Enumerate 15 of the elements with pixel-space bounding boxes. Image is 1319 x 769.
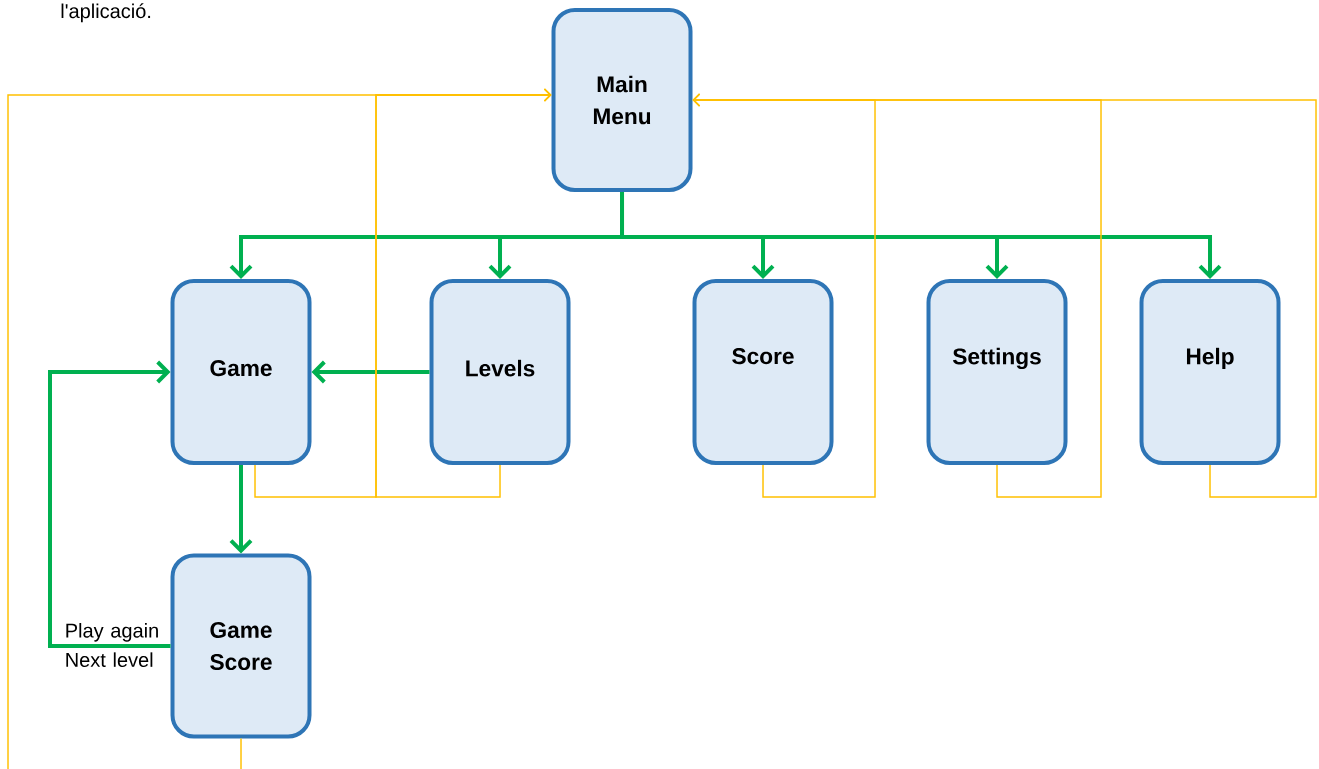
connector-arrow [620,192,1222,279]
body-text: l'aplicació. [61,3,151,23]
connector-arrow [48,360,171,648]
connector-arrow [692,93,1317,498]
edge-label: Play again Next level [66,623,158,667]
connector-arrow [229,465,253,554]
process-box: Settings [926,279,1068,465]
process-box: Main Menu [551,8,693,192]
process-box: Help [1139,279,1281,465]
process-box: Score [692,279,834,465]
connector-arrow [7,88,552,769]
process-box: Levels [429,279,571,465]
process-box: Game [170,279,312,465]
process-box: Game Score [170,553,312,739]
connector-arrow [311,360,430,384]
